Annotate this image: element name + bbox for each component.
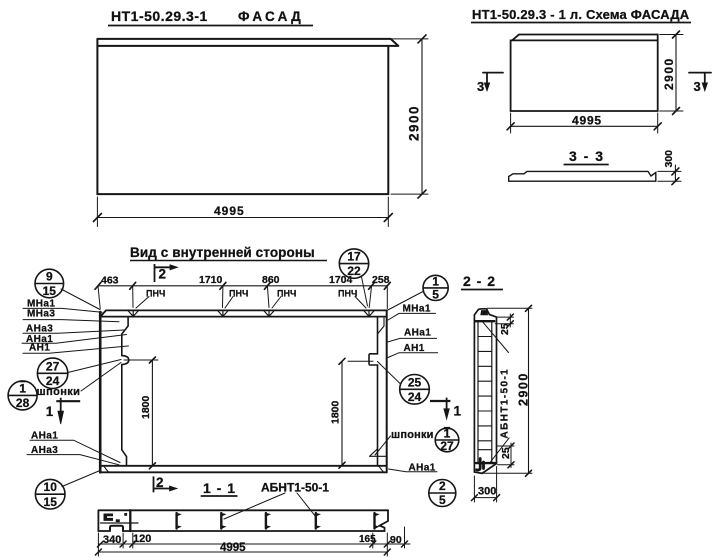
svg-text:АБНТ1-50-1: АБНТ1-50-1 xyxy=(500,368,511,439)
svg-text:ПНЧ: ПНЧ xyxy=(338,289,357,299)
svg-text:22: 22 xyxy=(347,264,361,278)
svg-text:1: 1 xyxy=(432,274,439,288)
svg-text:2: 2 xyxy=(159,267,167,282)
svg-text:МНа3: МНа3 xyxy=(27,309,55,320)
svg-text:25: 25 xyxy=(499,323,511,335)
svg-text:АН1: АН1 xyxy=(404,343,425,354)
svg-text:ПНЧ: ПНЧ xyxy=(277,289,296,299)
svg-text:3: 3 xyxy=(477,79,484,94)
svg-text:шпонки: шпонки xyxy=(37,386,81,398)
svg-text:15: 15 xyxy=(44,495,58,509)
svg-text:1: 1 xyxy=(454,404,462,419)
svg-text:шпонки: шпонки xyxy=(391,429,434,441)
svg-text:НТ1-50.29.3 - 1 л. Схема ФАСАД: НТ1-50.29.3 - 1 л. Схема ФАСАДА xyxy=(472,7,690,22)
svg-text:25: 25 xyxy=(408,375,422,389)
svg-text:4995: 4995 xyxy=(214,204,245,218)
svg-text:1710: 1710 xyxy=(199,274,223,286)
svg-text:5: 5 xyxy=(432,287,439,301)
svg-text:ПНЧ: ПНЧ xyxy=(229,289,248,299)
svg-text:27: 27 xyxy=(46,359,60,373)
svg-text:258: 258 xyxy=(372,274,390,286)
svg-text:АБНТ1-50-1: АБНТ1-50-1 xyxy=(261,481,329,495)
svg-text:2900: 2900 xyxy=(517,372,531,406)
svg-text:2900: 2900 xyxy=(407,105,422,141)
svg-text:300: 300 xyxy=(478,486,496,498)
svg-text:АНа1: АНа1 xyxy=(409,463,436,474)
svg-text:ФАСАД: ФАСАД xyxy=(238,9,304,24)
svg-text:АН1: АН1 xyxy=(29,343,50,354)
svg-text:4995: 4995 xyxy=(220,542,246,554)
svg-text:24: 24 xyxy=(46,374,60,388)
svg-text:9: 9 xyxy=(46,270,53,284)
svg-text:24: 24 xyxy=(408,390,422,404)
svg-text:10: 10 xyxy=(44,480,58,494)
svg-text:3: 3 xyxy=(694,79,701,94)
svg-text:17: 17 xyxy=(347,250,361,264)
svg-text:340: 340 xyxy=(103,534,121,546)
svg-text:15: 15 xyxy=(43,284,57,298)
svg-text:25: 25 xyxy=(500,447,512,459)
svg-text:5: 5 xyxy=(439,493,446,507)
svg-text:1: 1 xyxy=(444,427,451,441)
svg-text:АНа1: АНа1 xyxy=(31,431,58,442)
svg-text:3 - 3: 3 - 3 xyxy=(569,148,605,164)
svg-text:27: 27 xyxy=(440,439,454,453)
svg-text:300: 300 xyxy=(663,150,675,168)
svg-text:2 - 2: 2 - 2 xyxy=(463,273,496,289)
svg-text:120: 120 xyxy=(133,533,151,545)
svg-text:1: 1 xyxy=(46,404,54,419)
svg-text:АНа3: АНа3 xyxy=(26,324,53,335)
svg-text:1 - 1: 1 - 1 xyxy=(203,480,236,496)
svg-text:МНа1: МНа1 xyxy=(403,304,431,315)
svg-text:463: 463 xyxy=(101,275,119,287)
svg-text:ПНЧ: ПНЧ xyxy=(146,289,165,299)
svg-text:1800: 1800 xyxy=(140,395,152,419)
svg-text:2900: 2900 xyxy=(662,57,676,90)
svg-text:860: 860 xyxy=(262,274,280,286)
svg-text:90: 90 xyxy=(390,534,402,546)
svg-text:МНа1: МНа1 xyxy=(27,299,55,310)
svg-text:АНа3: АНа3 xyxy=(31,445,58,456)
svg-text:4995: 4995 xyxy=(572,114,602,128)
svg-text:28: 28 xyxy=(16,396,30,410)
svg-text:НТ1-50.29.3-1: НТ1-50.29.3-1 xyxy=(111,8,208,24)
svg-text:Вид с внутренней стороны: Вид с внутренней стороны xyxy=(130,245,315,260)
svg-text:1800: 1800 xyxy=(330,400,342,424)
svg-text:АНа1: АНа1 xyxy=(404,328,431,339)
svg-text:165: 165 xyxy=(359,534,376,545)
svg-text:АНа1: АНа1 xyxy=(26,334,53,345)
svg-text:1: 1 xyxy=(19,381,26,395)
svg-text:2: 2 xyxy=(439,479,446,493)
svg-text:2: 2 xyxy=(156,475,164,490)
